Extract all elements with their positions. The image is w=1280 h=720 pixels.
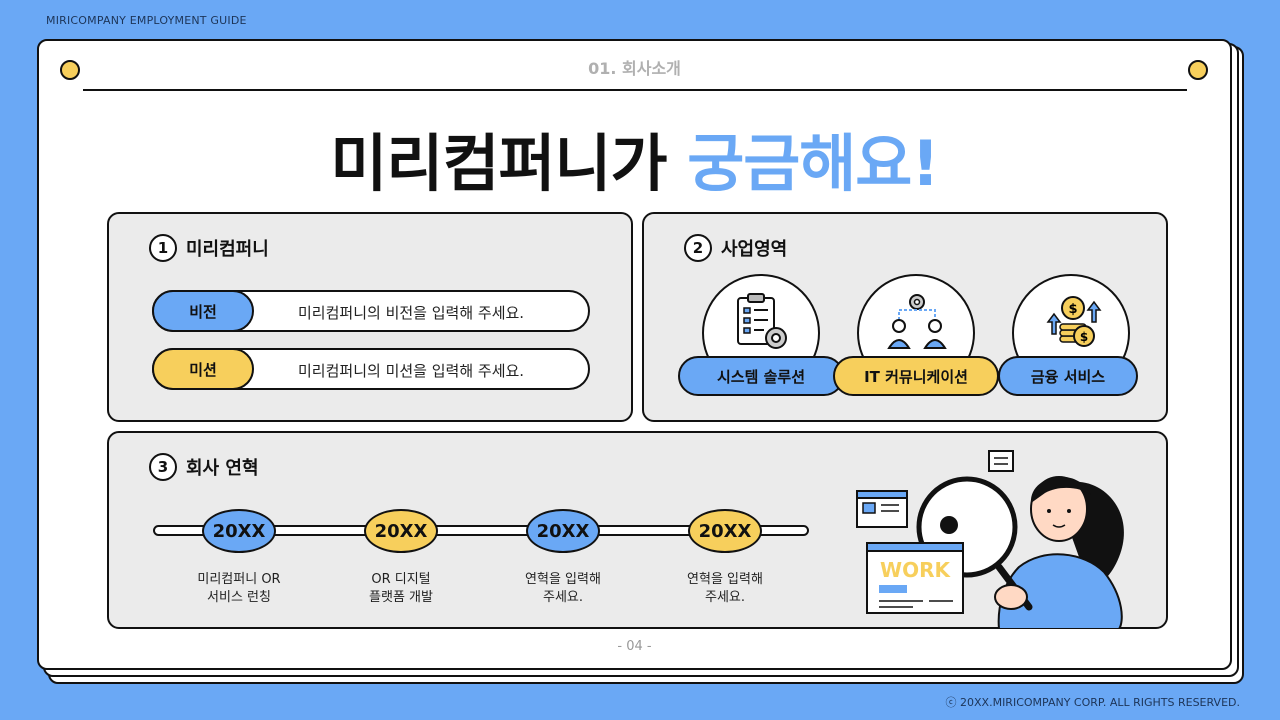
mission-text: 미리컴퍼니의 미션을 입력해 주세요. [298, 362, 525, 380]
panel-number: 1 [149, 234, 177, 262]
pin-left-icon [60, 60, 80, 80]
timeline-text-line: 주세요. [704, 590, 745, 605]
timeline-text-line: 서비스 런칭 [207, 590, 271, 605]
business-item-finance: $ $ 금융 서비스 [988, 274, 1148, 400]
company-panel-title: 1 미리컴퍼니 [149, 234, 269, 262]
slide-sheet: 01. 회사소개 미리컴퍼니가 궁금해요! 1 미리컴퍼니 비전 미리컴퍼니의 … [37, 39, 1232, 670]
section-title: 01. 회사소개 [588, 59, 681, 78]
coins-growth-icon: $ $ [1046, 296, 1102, 347]
people-network-icon [887, 294, 947, 349]
company-panel: 1 미리컴퍼니 비전 미리컴퍼니의 비전을 입력해 주세요. 미션 미리컴퍼니의… [107, 212, 633, 422]
timeline-text-line: 연혁을 입력해 [525, 572, 601, 587]
header-divider [83, 89, 1187, 91]
panel-number: 2 [684, 234, 712, 262]
business-item-it: IT 커뮤니케이션 [833, 274, 999, 400]
timeline-text-line: 연혁을 입력해 [687, 572, 763, 587]
timeline-text: 미리컴퍼니 OR 서비스 런칭 [169, 571, 309, 607]
vision-text: 미리컴퍼니의 비전을 입력해 주세요. [298, 304, 525, 322]
timeline-node: 20XX [526, 509, 600, 553]
timeline-text: 연혁을 입력해 주세요. [655, 571, 795, 607]
page-title: 미리컴퍼니가 궁금해요! [39, 113, 1230, 203]
business-panel-title: 2 사업영역 [684, 234, 787, 262]
mission-row: 미션 미리컴퍼니의 미션을 입력해 주세요. [152, 348, 590, 390]
vision-tag: 비전 [152, 290, 254, 332]
woman-magnifier-illustration: WORK [856, 450, 1124, 629]
biz-label: 금융 서비스 [998, 356, 1138, 396]
history-panel: 3 회사 연혁 20XX 20XX 20XX 20XX 미리컴퍼니 OR 서비스… [107, 431, 1168, 629]
history-panel-title: 3 회사 연혁 [149, 453, 259, 481]
timeline-text: 연혁을 입력해 주세요. [493, 571, 633, 607]
copyright: ⓒ 20XX.MIRICOMPANY CORP. ALL RIGHTS RESE… [945, 696, 1240, 709]
panel-title-text: 회사 연혁 [186, 458, 259, 479]
timeline-text: OR 디지털 플랫폼 개발 [331, 571, 471, 607]
title-accent: 궁금해요! [687, 127, 939, 200]
business-panel: 2 사업영역 시스템 솔루션 [642, 212, 1168, 422]
mission-tag: 미션 [152, 348, 254, 390]
illustration-word: WORK [880, 558, 951, 582]
guide-label: MIRICOMPANY EMPLOYMENT GUIDE [46, 14, 247, 27]
pin-right-icon [1188, 60, 1208, 80]
clipboard-gear-icon [737, 293, 787, 349]
biz-label: IT 커뮤니케이션 [833, 356, 999, 396]
vision-row: 비전 미리컴퍼니의 비전을 입력해 주세요. [152, 290, 590, 332]
timeline-node: 20XX [202, 509, 276, 553]
timeline-line [153, 525, 809, 536]
business-item-system: 시스템 솔루션 [678, 274, 844, 400]
panel-number: 3 [149, 453, 177, 481]
panel-title-text: 사업영역 [721, 239, 788, 260]
timeline-text-line: 미리컴퍼니 OR [197, 572, 281, 587]
svg-text:$: $ [1068, 302, 1077, 317]
timeline-text-line: OR 디지털 [371, 572, 431, 587]
timeline-text-line: 플랫폼 개발 [369, 590, 433, 605]
panel-title-text: 미리컴퍼니 [186, 239, 269, 260]
title-main: 미리컴퍼니가 [330, 127, 688, 200]
page-number: - 04 - [617, 639, 652, 654]
timeline-text-line: 주세요. [542, 590, 583, 605]
svg-text:$: $ [1080, 330, 1088, 344]
biz-label: 시스템 솔루션 [678, 356, 844, 396]
timeline-node: 20XX [688, 509, 762, 553]
timeline-node: 20XX [364, 509, 438, 553]
